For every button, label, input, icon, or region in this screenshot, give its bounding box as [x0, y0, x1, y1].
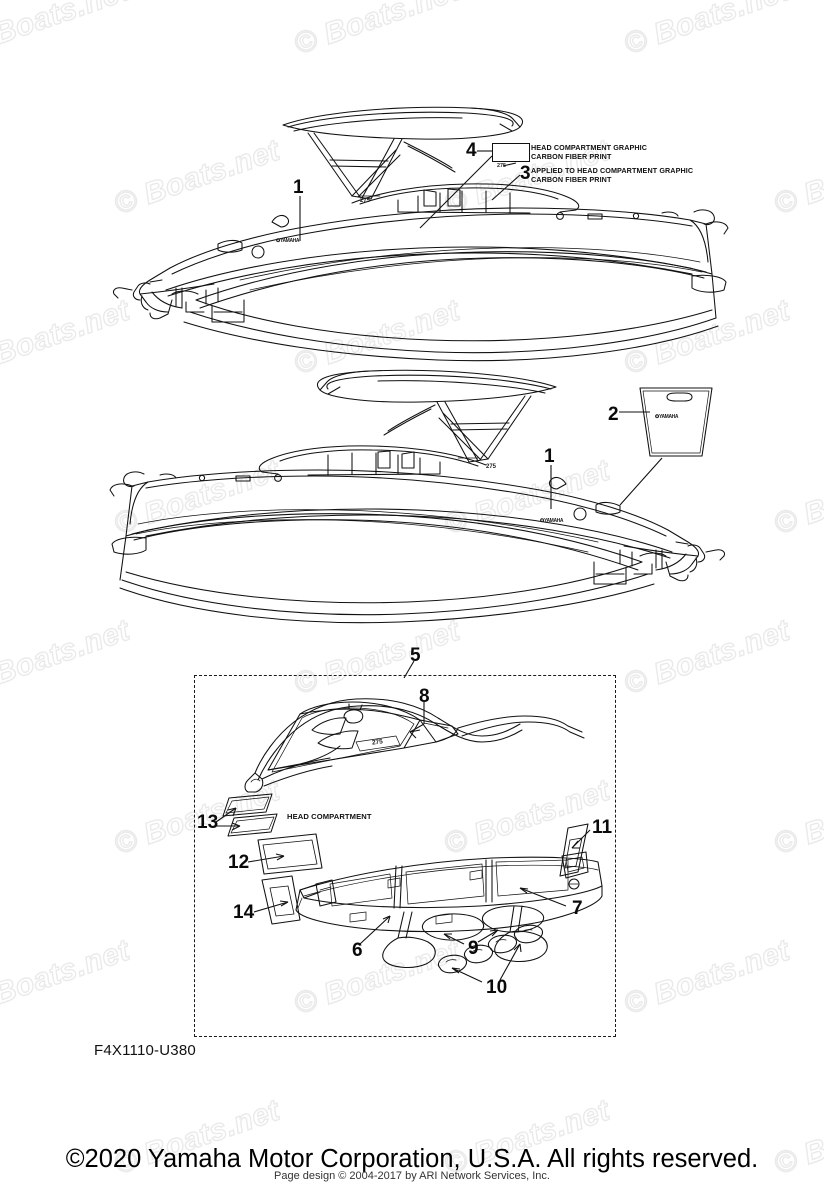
hull-number-top-view: 275: [360, 198, 371, 204]
item3-annotation-line2: CARBON FIBER PRINT: [531, 175, 612, 184]
callout-11: 11: [592, 817, 613, 838]
hull-number-middle-view: 275: [486, 464, 497, 470]
yamaha-decal-top-view: ✪YAMAHA: [276, 238, 300, 244]
callout-10: 10: [486, 977, 508, 998]
callout-1-top: 1: [293, 177, 304, 198]
callout-2: 2: [608, 404, 619, 425]
callout-9: 9: [468, 938, 479, 959]
item3-prefix-275: 275: [497, 163, 506, 169]
footer-sub-credit: Page design © 2004-2017 by ARI Network S…: [274, 1170, 550, 1182]
callout-3: 3: [520, 163, 531, 184]
hull-number-detail-view: 275: [371, 738, 384, 747]
callout-4: 4: [466, 140, 477, 161]
callout-1-middle: 1: [544, 446, 555, 467]
callout-13: 13: [197, 812, 219, 833]
yamaha-decal-bin: ✪YAMAHA: [655, 414, 679, 420]
callout-6: 6: [352, 940, 363, 961]
callout-5: 5: [410, 645, 421, 666]
callout-8: 8: [419, 686, 430, 707]
item4-annotation-line1: HEAD COMPARTMENT GRAPHIC: [531, 143, 648, 152]
item3-annotation-line1: APPLIED TO HEAD COMPARTMENT GRAPHIC: [531, 166, 694, 175]
callout-12: 12: [228, 852, 250, 873]
footer-copyright: ©2020 Yamaha Motor Corporation, U.S.A. A…: [65, 1145, 759, 1173]
diagram-code-label: F4X1110-U380: [94, 1042, 196, 1059]
head-compartment-label: HEAD COMPARTMENT: [287, 812, 372, 821]
callout-14: 14: [233, 902, 255, 923]
yamaha-decal-middle-view: ✪YAMAHA: [540, 518, 564, 524]
callout-7: 7: [572, 898, 583, 919]
carbon-fiber-swatch-box: [492, 143, 530, 162]
item4-annotation-line2: CARBON FIBER PRINT: [531, 152, 612, 161]
